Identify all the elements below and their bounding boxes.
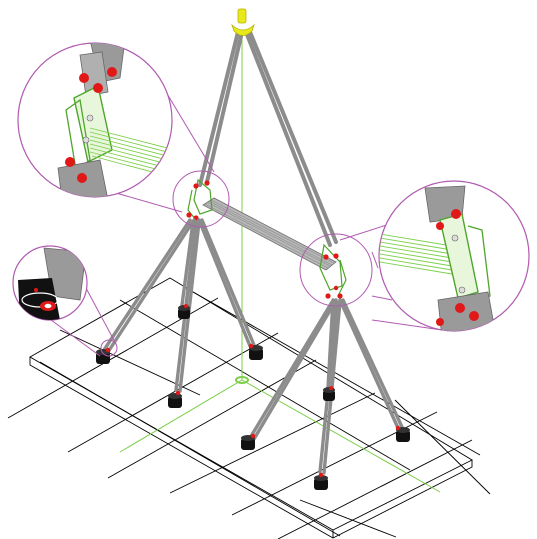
grid-line xyxy=(169,392,376,494)
grid-line xyxy=(119,299,411,471)
detail-view-right-end xyxy=(378,180,530,332)
platform-grid xyxy=(7,277,491,539)
grid-line xyxy=(107,359,317,479)
lifting-lug-icon xyxy=(314,472,328,490)
grid-line xyxy=(39,361,341,537)
lifting-lug-icon xyxy=(168,390,182,408)
grid-line xyxy=(67,332,279,453)
master-link-icon xyxy=(231,8,255,36)
callout-anchor xyxy=(299,233,373,307)
callout-anchor xyxy=(100,339,118,357)
detail-view-left-end xyxy=(17,42,173,198)
platform-top-face xyxy=(29,277,473,531)
callout-anchor xyxy=(172,170,230,228)
grid-line xyxy=(299,499,397,538)
grid-line xyxy=(277,439,473,539)
spreader-beam xyxy=(186,178,347,299)
lifting-lug-icon xyxy=(178,304,190,319)
spreader-end-left xyxy=(187,178,213,221)
center-of-gravity-axis xyxy=(119,30,441,493)
lower-slings xyxy=(102,218,404,475)
lifting-lugs xyxy=(96,304,410,490)
lifting-lug-icon xyxy=(248,343,263,360)
lifting-lug-icon xyxy=(96,347,111,364)
lifting-lug-icon xyxy=(241,433,256,450)
spreader-end-right xyxy=(319,243,347,297)
lifting-lug-icon xyxy=(323,386,335,401)
grid-line xyxy=(394,399,491,495)
detail-view-lifting-lug xyxy=(12,245,88,321)
lifting-lug-icon xyxy=(395,425,410,442)
